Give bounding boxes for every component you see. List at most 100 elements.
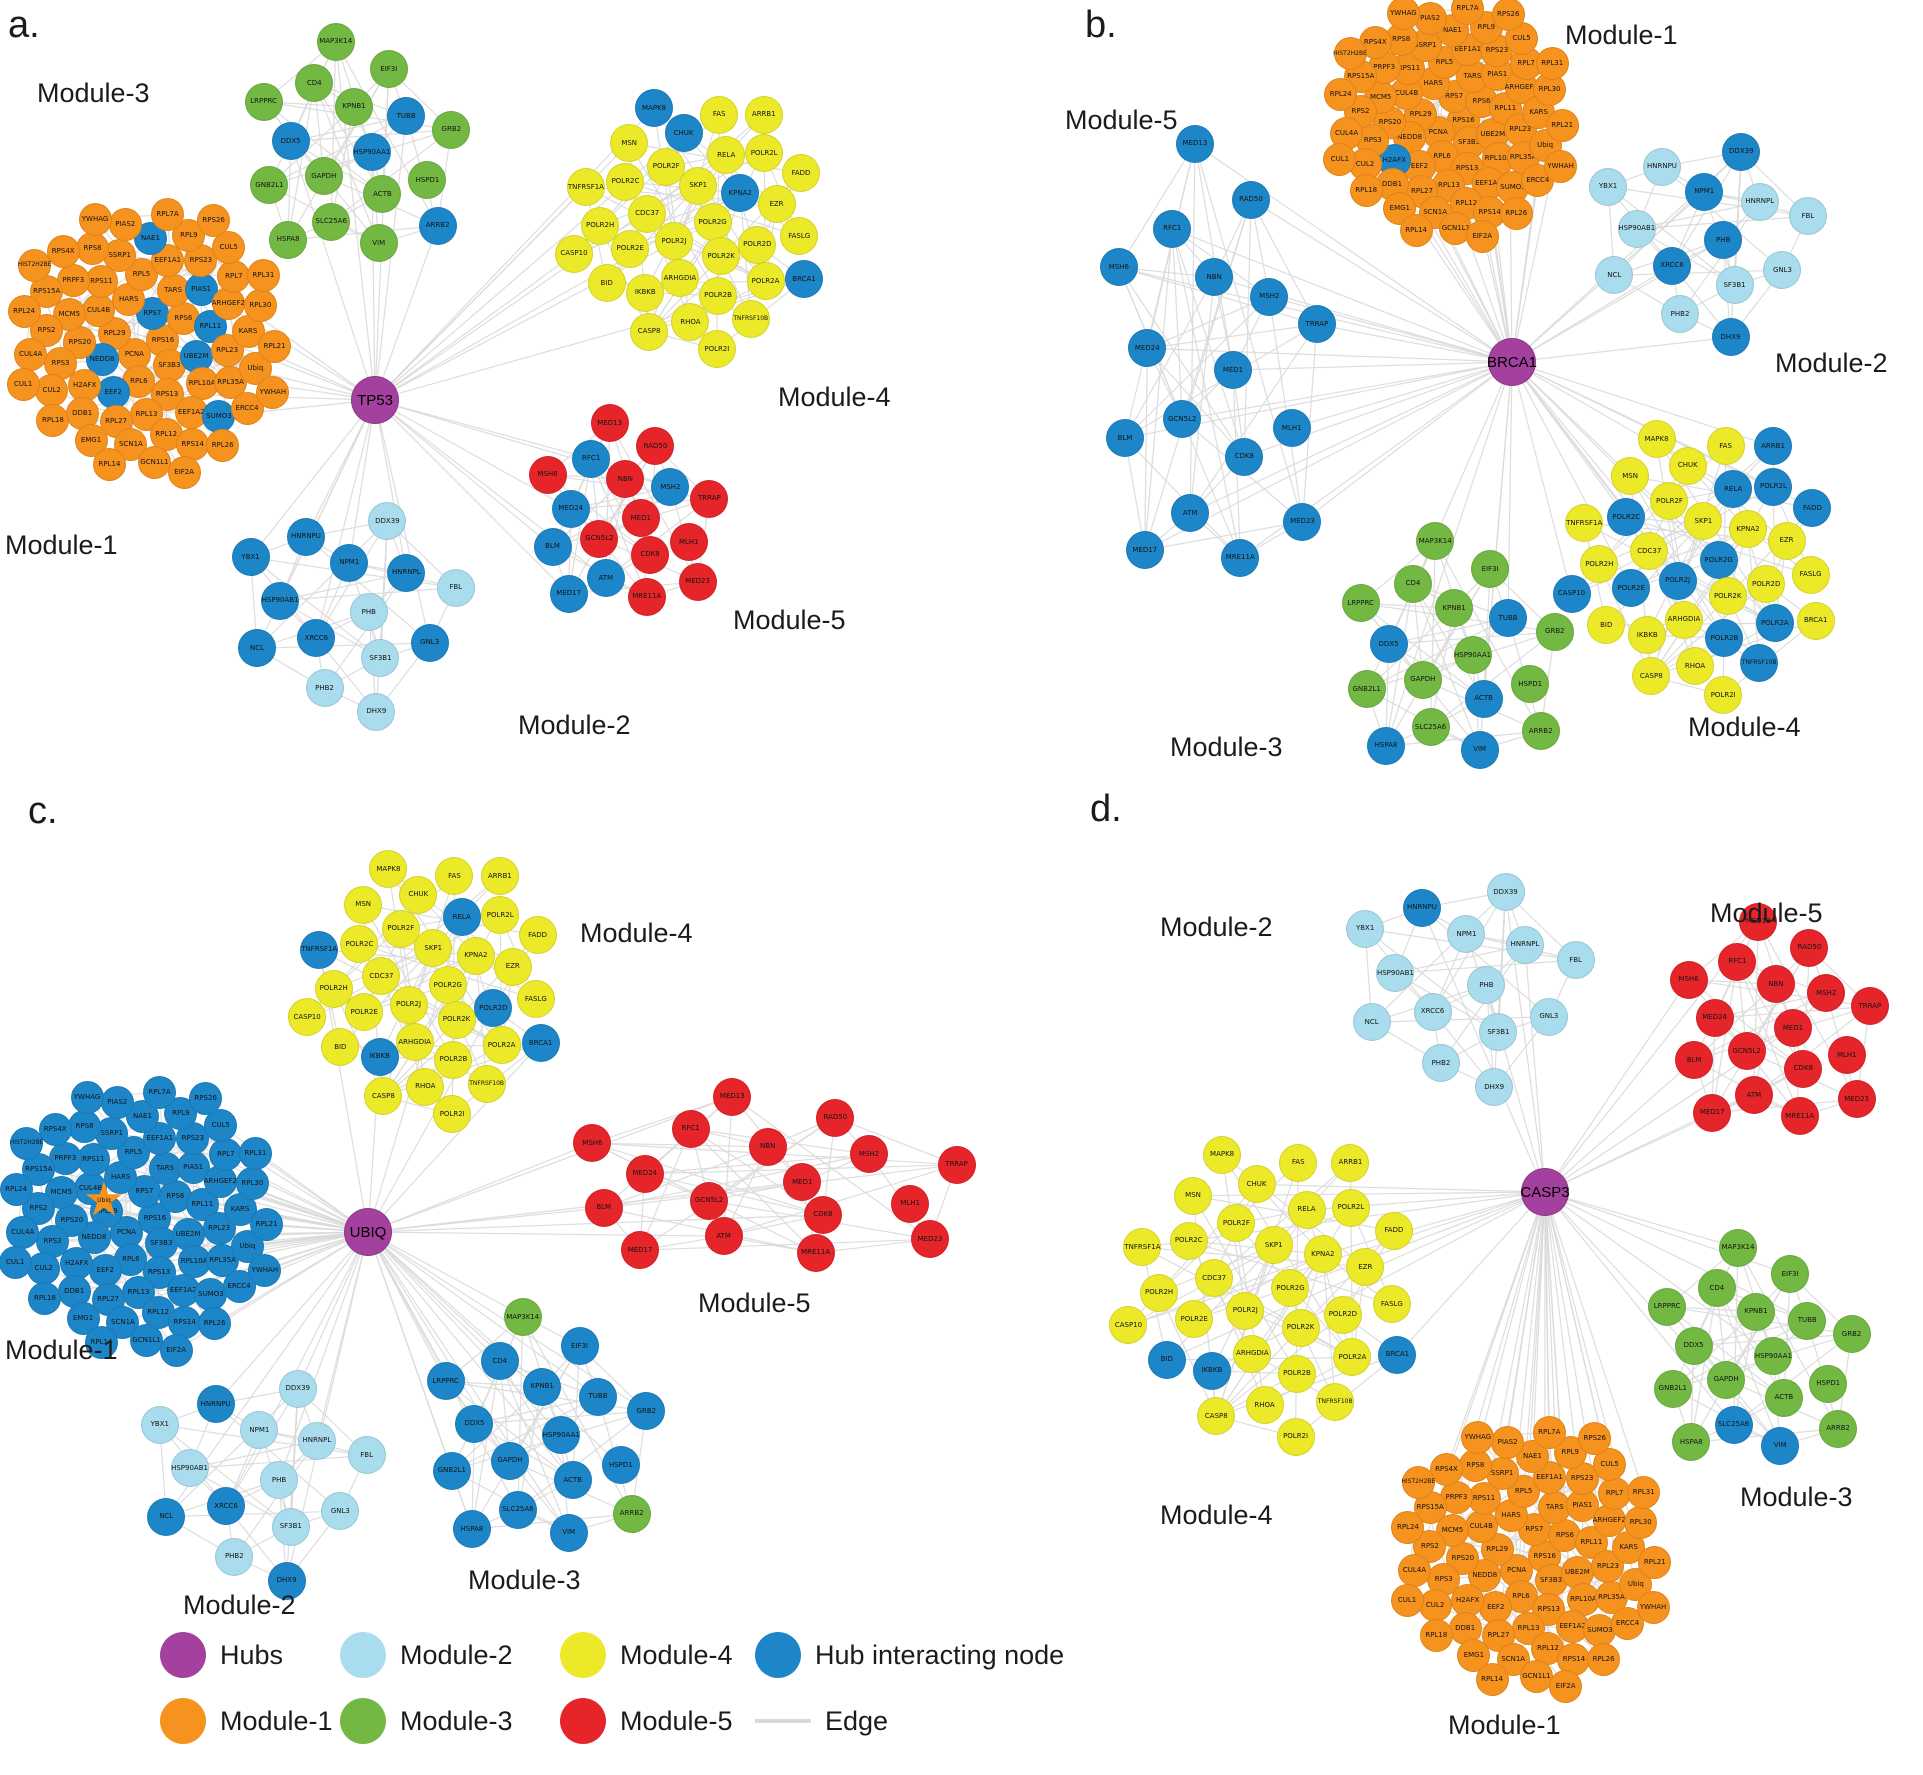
gene-node: POLR2G bbox=[1271, 1269, 1310, 1307]
gene-node: TNFRSF1A bbox=[566, 168, 605, 207]
gene-node: CUL1 bbox=[1390, 1583, 1424, 1617]
gene-node: HSPD1 bbox=[1809, 1364, 1848, 1403]
gene-node: RHOA bbox=[1245, 1386, 1284, 1425]
gene-node: HSPA8 bbox=[452, 1510, 491, 1548]
gene-node: PHB bbox=[1704, 221, 1743, 259]
gene-node: HNRNPL bbox=[297, 1421, 336, 1460]
gene-node: CDC37 bbox=[628, 194, 667, 233]
module-label-b-module-5: Module-5 bbox=[1065, 105, 1178, 135]
gene-node: SLC25A6 bbox=[1411, 708, 1450, 747]
gene-node: ATM bbox=[1171, 494, 1210, 533]
gene-node: MRE11A bbox=[796, 1233, 835, 1272]
gene-node: RAD50 bbox=[1790, 928, 1829, 967]
gene-node: FASLG bbox=[1791, 555, 1830, 594]
gene-node: HSPA8 bbox=[1672, 1423, 1711, 1462]
gene-node: DDX5 bbox=[1674, 1326, 1713, 1365]
gene-node: RPL26 bbox=[1587, 1643, 1621, 1677]
gene-node: MED17 bbox=[549, 574, 588, 613]
gene-node: HNRNPL bbox=[1505, 925, 1544, 964]
gene-node: NBN bbox=[1756, 965, 1795, 1004]
gene-node: FASLG bbox=[516, 980, 555, 1019]
gene-node: POLR2D bbox=[1747, 565, 1786, 604]
gene-node: HSPD1 bbox=[601, 1446, 640, 1485]
gene-node: BLM bbox=[1675, 1041, 1714, 1080]
gene-node: RPS26 bbox=[197, 203, 231, 237]
gene-node: GAPDH bbox=[1403, 660, 1442, 699]
gene-node: EEF2 bbox=[88, 1253, 122, 1287]
gene-node: PIAS2 bbox=[100, 1086, 134, 1120]
gene-node: BID bbox=[1147, 1340, 1186, 1379]
gene-node: MED13 bbox=[1739, 902, 1778, 941]
module-label-d-module-4: Module-4 bbox=[1160, 1500, 1273, 1530]
gene-node: MED17 bbox=[1125, 531, 1164, 570]
gene-node: MED24 bbox=[1128, 329, 1167, 368]
gene-node: RPL18 bbox=[28, 1281, 62, 1315]
gene-node: YBX1 bbox=[1589, 167, 1628, 206]
gene-node: TUBB bbox=[1788, 1301, 1827, 1340]
gene-node: MED24 bbox=[625, 1154, 664, 1193]
gene-node: FAS bbox=[1279, 1143, 1318, 1182]
gene-node: LRPPRC bbox=[1341, 584, 1380, 623]
gene-node: FBL bbox=[347, 1436, 386, 1475]
gene-node: GRB2 bbox=[627, 1392, 666, 1431]
gene-node: NPM1 bbox=[240, 1411, 279, 1450]
gene-node: RPL26 bbox=[206, 429, 240, 462]
gene-node: TNFRSF10B bbox=[731, 300, 770, 339]
gene-node: MRE11A bbox=[1221, 538, 1260, 577]
gene-node: POLR2B bbox=[1277, 1354, 1316, 1393]
gene-node: ARRB2 bbox=[418, 206, 457, 245]
gene-node: POLR2K bbox=[437, 1000, 476, 1039]
gene-node: BLM bbox=[1105, 419, 1144, 458]
panel-letter-c: c. bbox=[28, 790, 58, 832]
gene-node: EEF1A2 bbox=[166, 1273, 200, 1307]
gene-node: TUBB bbox=[579, 1377, 618, 1416]
gene-node: RPL10A bbox=[1566, 1582, 1600, 1616]
module-label-c-module-3: Module-3 bbox=[468, 1565, 581, 1595]
gene-node: SKP1 bbox=[1254, 1226, 1293, 1265]
gene-node: CD4 bbox=[1394, 564, 1433, 603]
gene-node: HSP90AB1 bbox=[1376, 954, 1415, 993]
gene-node: HIST2H2BE bbox=[10, 1126, 44, 1160]
gene-node: EIF3I bbox=[369, 50, 408, 89]
legend-item-hub-interacting-node: Hub interacting node bbox=[755, 1632, 1064, 1678]
gene-node: ARRB1 bbox=[1331, 1143, 1370, 1182]
gene-node: FADD bbox=[1374, 1211, 1413, 1250]
gene-node: GNB2L1 bbox=[250, 166, 289, 205]
hub-node-tp53: TP53 bbox=[351, 376, 399, 424]
gene-node: FAS bbox=[435, 857, 474, 896]
legend-item-label: Module-4 bbox=[620, 1639, 733, 1670]
gene-node: TNFRSF10B bbox=[467, 1064, 506, 1103]
gene-node: MSN bbox=[344, 885, 383, 924]
gene-node: POLR2B bbox=[699, 276, 738, 315]
gene-node: MED13 bbox=[590, 404, 629, 442]
gene-node: RPL14 bbox=[1399, 213, 1433, 247]
gene-node: RPL21 bbox=[258, 329, 292, 363]
legend-item-label: Hub interacting node bbox=[815, 1639, 1065, 1670]
gene-node: MSH2 bbox=[1250, 277, 1289, 316]
gene-node: RPL7 bbox=[209, 1137, 243, 1171]
gene-node: POLR2H bbox=[1140, 1273, 1179, 1312]
gene-node: XRCC6 bbox=[207, 1487, 246, 1526]
gene-node: CASP10 bbox=[554, 234, 593, 273]
gene-node: YWHAH bbox=[1636, 1590, 1670, 1624]
gene-node: PIAS2 bbox=[1413, 1, 1447, 35]
gene-node: GNL3 bbox=[321, 1492, 360, 1531]
gene-node: SLC25A6 bbox=[312, 202, 351, 241]
gene-node: CASP10 bbox=[288, 998, 327, 1037]
gene-node: IKBKB bbox=[1628, 616, 1667, 655]
gene-node: POLR2I bbox=[1276, 1417, 1315, 1456]
gene-node: GNL3 bbox=[1763, 251, 1802, 290]
gene-node: RPL31 bbox=[246, 259, 280, 293]
gene-node: ATM bbox=[1734, 1076, 1773, 1115]
gene-node: NBN bbox=[606, 460, 645, 499]
gene-node: CUL4A bbox=[1397, 1554, 1431, 1588]
gene-node: TNFRSF1A bbox=[300, 930, 339, 969]
gene-node: ATM bbox=[704, 1217, 743, 1256]
gene-node: BID bbox=[321, 1028, 360, 1067]
gene-node: MED23 bbox=[1837, 1080, 1876, 1119]
gene-node: GAPDH bbox=[1707, 1360, 1746, 1399]
gene-node: RAD50 bbox=[1231, 180, 1270, 219]
gene-node: ARRB2 bbox=[612, 1494, 651, 1533]
gene-node: SLC25A6 bbox=[1714, 1405, 1753, 1444]
